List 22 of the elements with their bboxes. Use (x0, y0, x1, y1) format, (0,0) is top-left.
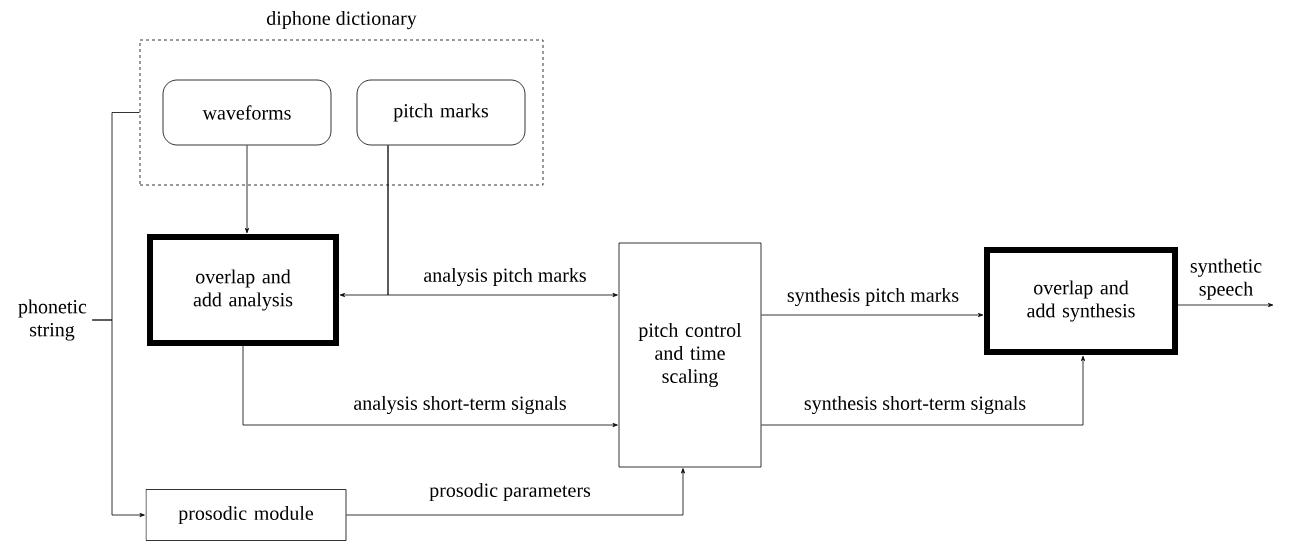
arrow (387, 145, 618, 297)
edge-label: analysis pitch marks (422, 266, 588, 288)
text-label: phonetic string (18, 299, 87, 341)
arrow (1177, 303, 1274, 307)
process-box: pitch control and time scaling (618, 242, 762, 468)
arrow (242, 345, 618, 427)
edge-label: synthesis short-term signals (802, 394, 1028, 416)
arrow (761, 313, 984, 317)
edge-label: synthetic speech (1185, 257, 1267, 301)
edge-label: prosodic parameters (428, 481, 592, 503)
edge-label: synthesis pitch marks (785, 286, 961, 308)
arrow (761, 355, 1086, 426)
process-box: overlap and add analysis (147, 234, 339, 346)
arrow (346, 468, 685, 516)
edge-label: analysis short-term signals (352, 394, 568, 416)
node-label: diphone dictionary (266, 10, 417, 30)
process-box: prosodic module (145, 489, 347, 541)
rounded-box: waveforms (162, 79, 332, 146)
process-box: overlap and add synthesis (984, 247, 1178, 355)
arrow (91, 319, 145, 517)
arrow (245, 145, 249, 234)
rounded-box: pitch marks (356, 79, 526, 146)
